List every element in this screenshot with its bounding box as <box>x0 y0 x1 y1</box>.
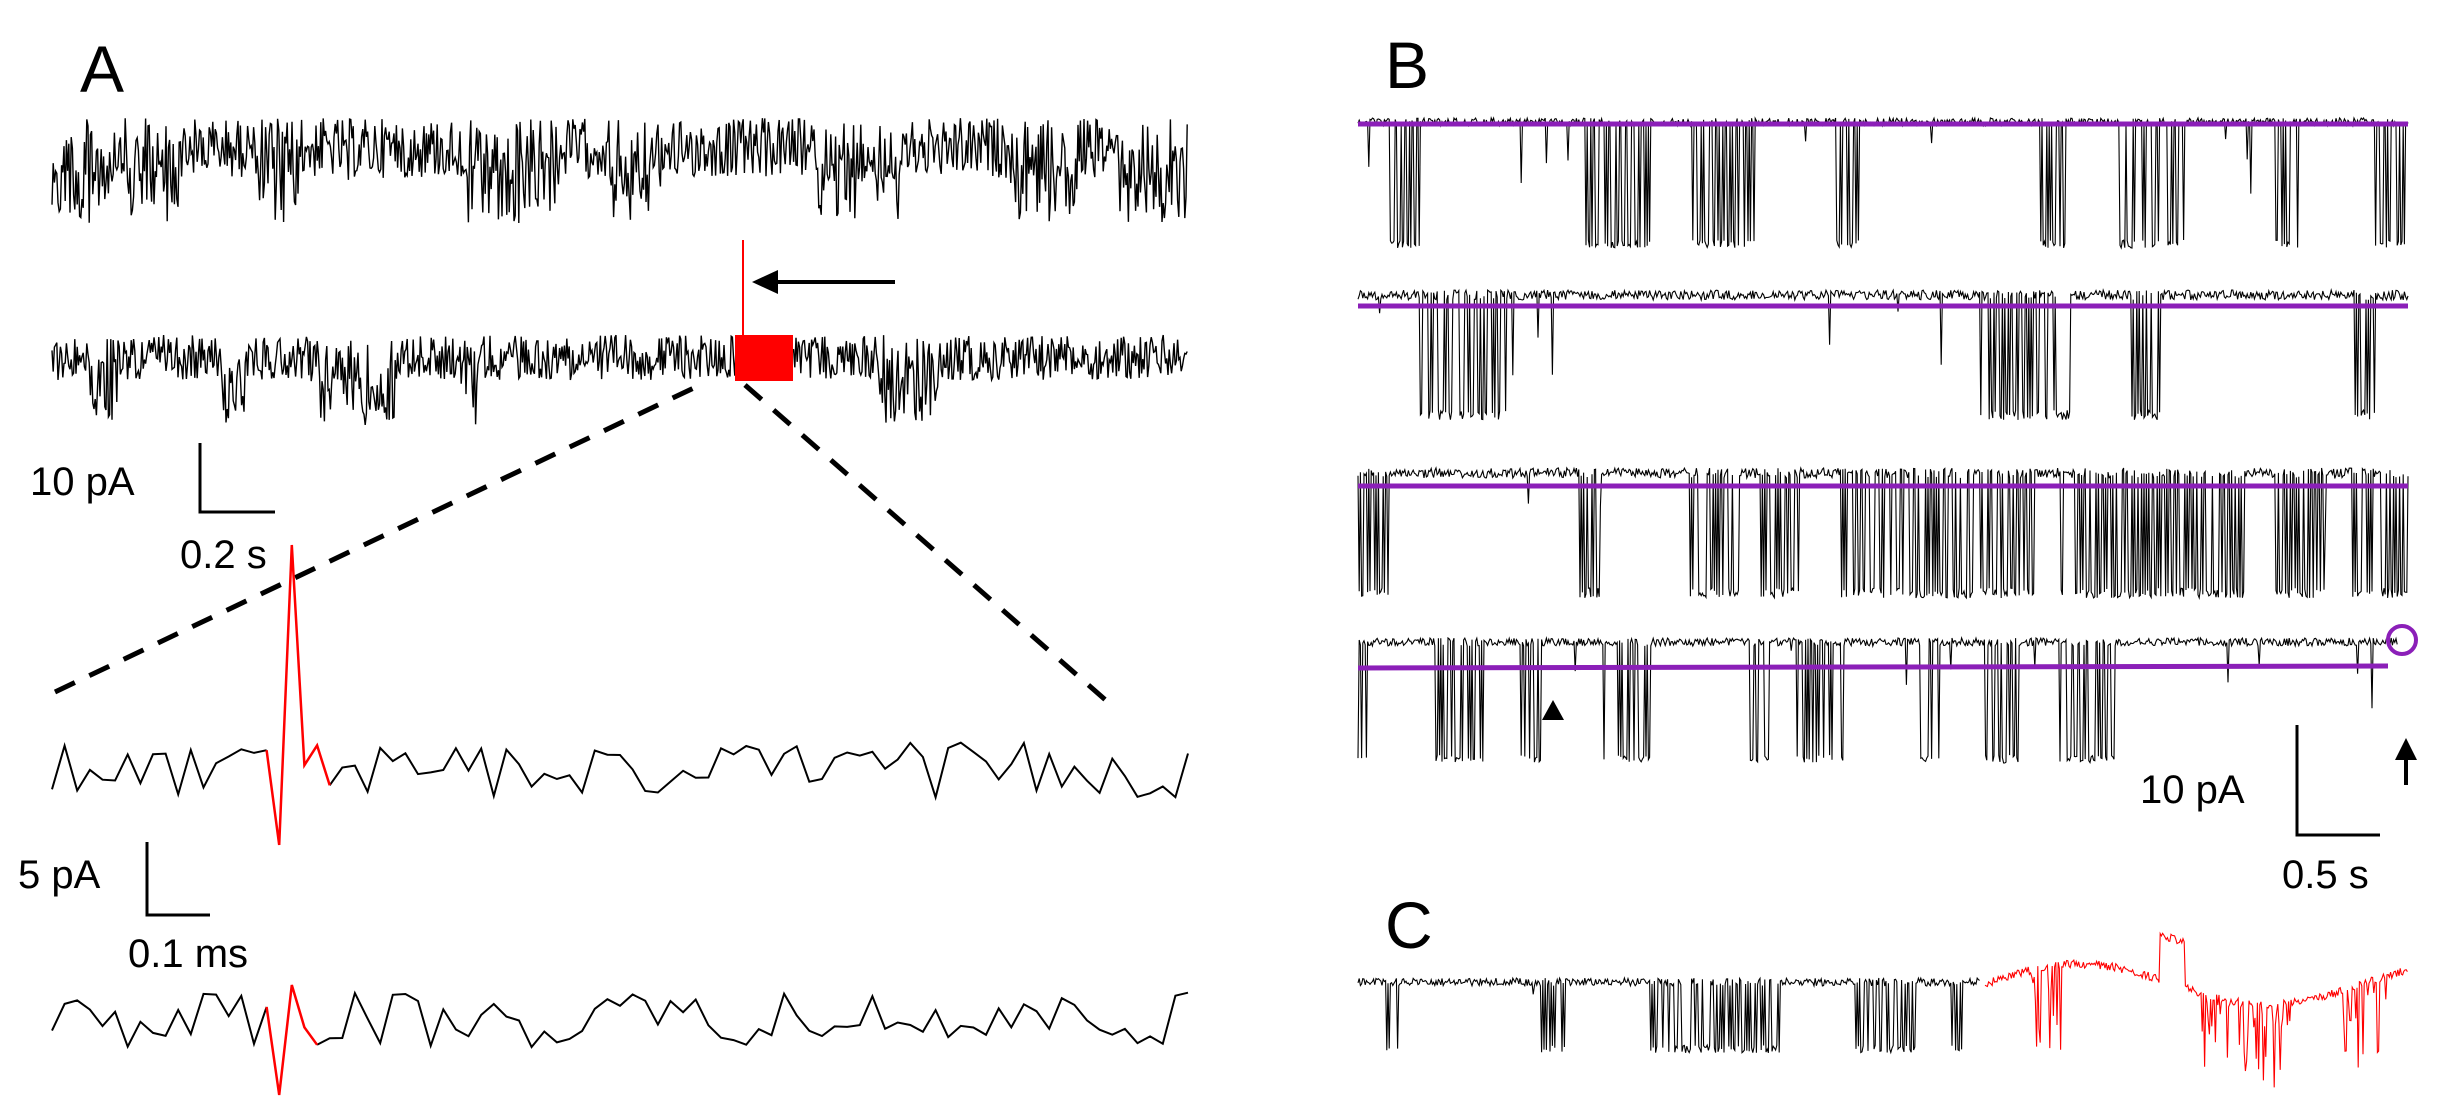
arrowhead-marker-icon <box>1542 700 1564 720</box>
scalebar-b: 10 pA 0.5 s <box>2140 725 2380 897</box>
panel-a-zoom-trace-1 <box>51 544 1189 846</box>
panel-a-highlighted-segment <box>735 335 793 381</box>
panel-label-b: B <box>1385 28 1429 102</box>
scalebar-a-zoom: 5 pA 0.1 ms <box>18 842 248 976</box>
panel-a-trace-2 <box>51 334 1188 425</box>
panel-label-c: C <box>1385 888 1433 962</box>
scalebar-a-zoom-time: 0.1 ms <box>128 932 248 976</box>
scalebar-a-top-time: 0.2 s <box>180 533 267 577</box>
scalebar-a-top-current: 10 pA <box>30 460 135 504</box>
zoom-line-right <box>743 383 1119 712</box>
up-arrow-icon <box>2395 738 2417 785</box>
baseline-b4 <box>1357 663 2389 671</box>
panel-b-trace-3 <box>1357 466 2409 600</box>
scalebar-a-top: 10 pA 0.2 s <box>30 443 275 577</box>
panel-b-trace-2 <box>1357 287 2409 421</box>
scalebar-a-zoom-current: 5 pA <box>18 853 101 897</box>
panel-label-a: A <box>80 32 124 106</box>
panel-a-zoom-trace-2 <box>51 984 1189 1096</box>
panel-b-trace-4 <box>1357 636 2398 765</box>
scalebar-b-time: 0.5 s <box>2282 853 2369 897</box>
scalebar-b-current: 10 pA <box>2140 768 2245 812</box>
panel-b-trace-1 <box>1357 115 2409 250</box>
panel-a-trace-1 <box>51 118 1188 224</box>
zoom-line-left <box>53 382 702 695</box>
left-arrow-icon <box>752 270 895 294</box>
circle-marker-icon <box>2386 624 2418 656</box>
panel-c-trace <box>1357 931 2408 1088</box>
